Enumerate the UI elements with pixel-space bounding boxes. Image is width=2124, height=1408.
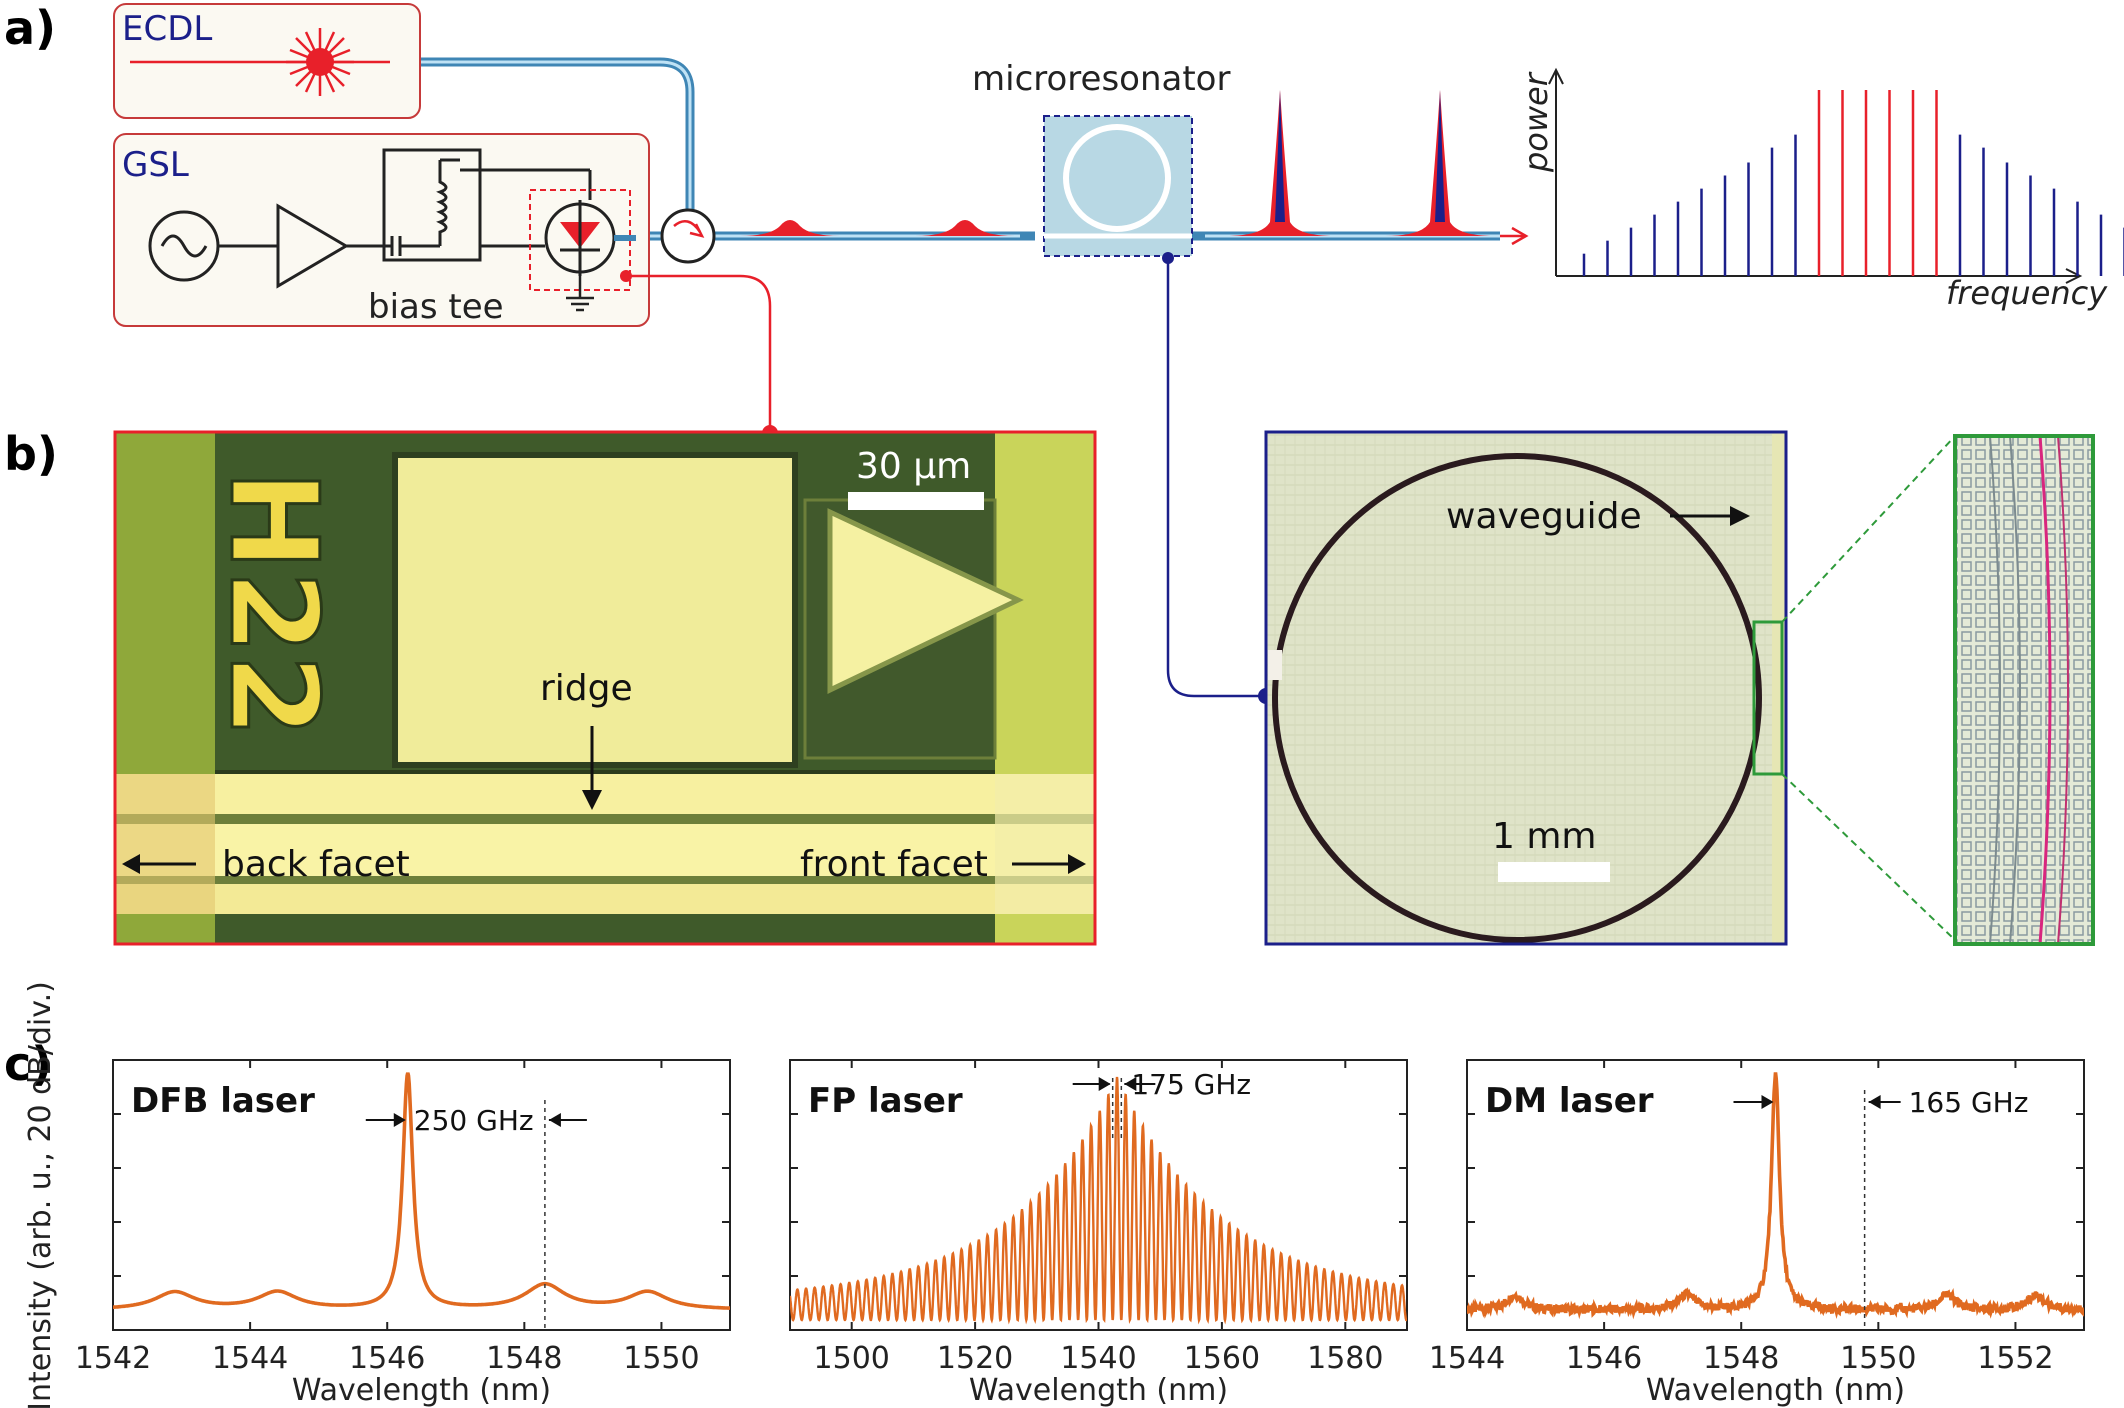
waveguide-zoom-inset <box>1953 434 2095 946</box>
x-tick-label: 1546 <box>1566 1341 1642 1376</box>
x-tick-label: 1580 <box>1307 1341 1383 1376</box>
x-axis-label: Wavelength (nm) <box>969 1373 1228 1408</box>
scale-label-30um: 30 µm <box>856 446 971 487</box>
input-pulse <box>740 220 840 236</box>
laser-diode-icon <box>529 189 636 312</box>
plot-title: DM laser <box>1485 1081 1654 1121</box>
setup-schematic: ECDL GSL <box>113 3 2124 704</box>
zoom-region <box>1752 620 1784 776</box>
plot-frame <box>112 1059 731 1331</box>
plot-frame <box>1466 1059 2085 1331</box>
x-tick-label: 1560 <box>1184 1341 1260 1376</box>
gsl-box <box>113 133 650 327</box>
laser-chip-micrograph: H22 30 µm ridge back facet front facet <box>113 430 1097 946</box>
power-axis-label: power <box>1517 71 1555 173</box>
panel-label-b: b) <box>4 427 58 481</box>
spacing-annotation: 165 GHz <box>1909 1086 2029 1119</box>
connector-blue <box>1166 258 1266 698</box>
comb-spectrum: power frequency <box>1517 67 2124 312</box>
bias-tee-label: bias tee <box>368 287 504 327</box>
signal-generator-icon <box>148 210 278 282</box>
scale-label-1mm: 1 mm <box>1492 816 1596 857</box>
resonator-micrograph: waveguide 1 mm <box>1264 430 1956 946</box>
spectrum-trace <box>790 1076 1407 1325</box>
spectrum-trace <box>1467 1072 2084 1320</box>
y-axis-label: Intensity (arb. u., 20 dB/div.) <box>23 981 58 1408</box>
x-tick-label: 1544 <box>1429 1341 1505 1376</box>
x-tick-label: 1542 <box>75 1341 151 1376</box>
x-tick-label: 1546 <box>349 1341 425 1376</box>
x-axis-label: Wavelength (nm) <box>292 1373 551 1408</box>
x-tick-label: 1544 <box>212 1341 288 1376</box>
waveguide-label: waveguide <box>1446 496 1642 537</box>
x-tick-label: 1550 <box>623 1341 699 1376</box>
bias-tee-icon <box>382 148 592 262</box>
input-pulse <box>915 220 1015 236</box>
plot-title: FP laser <box>808 1081 963 1121</box>
x-tick-label: 1550 <box>1840 1341 1916 1376</box>
x-tick-label: 1520 <box>937 1341 1013 1376</box>
plot-title: DFB laser <box>131 1081 315 1121</box>
x-tick-label: 1552 <box>1977 1341 2053 1376</box>
front-facet-label: front facet <box>800 844 988 885</box>
x-tick-label: 1500 <box>814 1341 890 1376</box>
chip-marking: H22 <box>203 470 342 737</box>
spectrum-trace <box>113 1072 730 1310</box>
spacing-annotation: 175 GHz <box>1131 1068 1251 1101</box>
microresonator-label: microresonator <box>972 59 1230 99</box>
panel-label-c: c) <box>4 1037 52 1091</box>
panel-label-a: a) <box>4 1 56 55</box>
back-facet-label: back facet <box>222 844 410 885</box>
scale-bar-1mm <box>1498 862 1610 882</box>
x-axis-label: Wavelength (nm) <box>1646 1373 1905 1408</box>
gsl-label: GSL <box>122 145 189 185</box>
connector-red <box>626 274 772 432</box>
spacing-annotation: 250 GHz <box>414 1104 534 1137</box>
x-tick-label: 1548 <box>1703 1341 1779 1376</box>
ridge-label: ridge <box>540 668 633 709</box>
ecdl-label: ECDL <box>122 9 212 49</box>
laser-starburst-icon <box>130 28 390 96</box>
scale-bar-30um <box>848 492 984 510</box>
x-tick-label: 1540 <box>1060 1341 1136 1376</box>
frequency-axis-label: frequency <box>1946 274 2108 312</box>
x-tick-label: 1548 <box>486 1341 562 1376</box>
circulator-icon <box>660 208 716 264</box>
